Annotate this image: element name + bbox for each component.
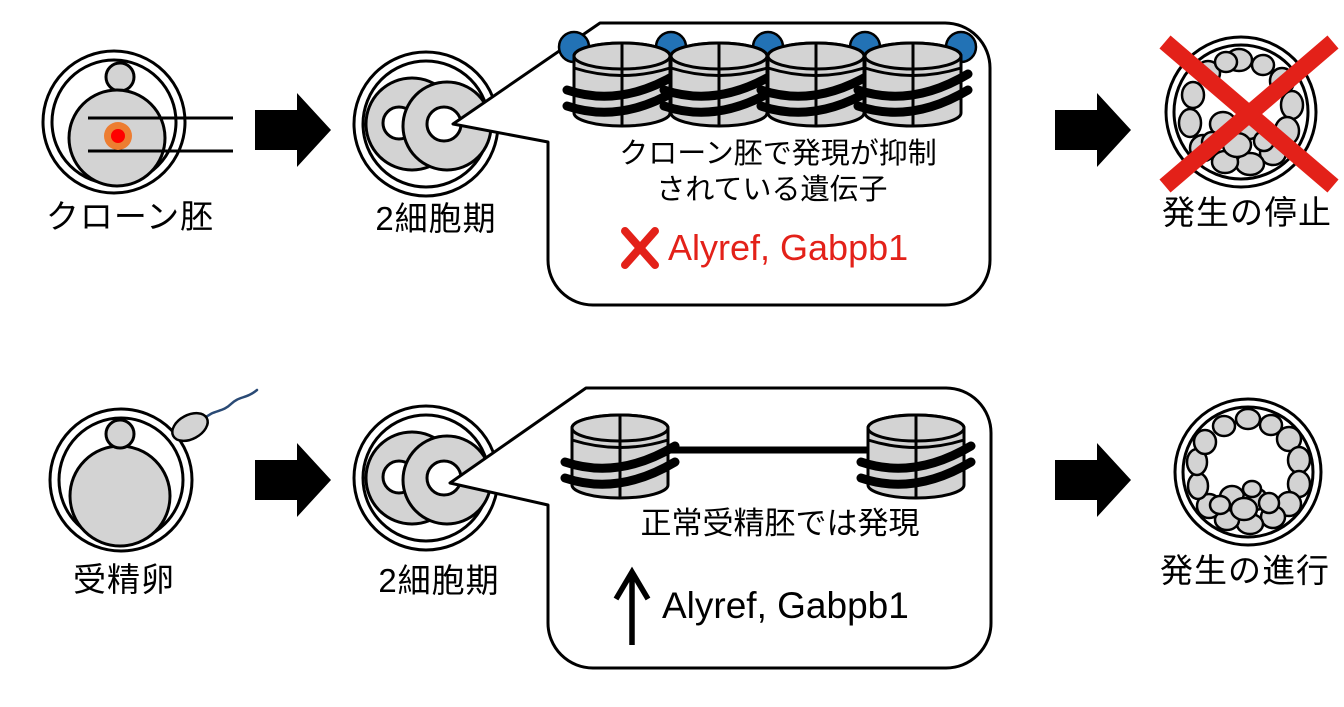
- sperm-tail: [202, 388, 259, 421]
- donor-nucleus-marker-inner: [111, 129, 125, 143]
- open-chromatin-figure: [565, 415, 971, 498]
- inner-cell-mass-cell: [1257, 491, 1281, 515]
- fertilized-egg-label: 受精卵: [73, 561, 175, 598]
- flow-arrow-icon: [1055, 93, 1131, 167]
- blastocyst-normal-figure: [1173, 397, 1323, 547]
- nucleosome-icon: [664, 43, 774, 126]
- development-arrest-label: 発生の停止: [1162, 194, 1332, 231]
- nucleosome-icon: [567, 43, 677, 126]
- suppressed-genes-text: Alyref, Gabpb1: [668, 227, 909, 268]
- suppressed-genes-description-line2: されている遺伝子: [656, 174, 888, 206]
- nucleosome-icon: [858, 43, 968, 126]
- sperm-figure: [171, 388, 259, 443]
- flow-arrow-icon: [255, 443, 331, 517]
- flow-arrow-icon: [1055, 443, 1131, 517]
- arrest-cross-icon: [1159, 35, 1339, 193]
- upregulated-arrow-icon: [613, 566, 651, 645]
- inner-cell-mass-cell: [1229, 496, 1259, 522]
- development-progress-label: 発生の進行: [1160, 552, 1330, 589]
- suppressed-genes-description-line1: クローン胚で発現が抑制: [619, 138, 937, 170]
- two-cell-label-bottom: 2細胞期: [378, 562, 500, 599]
- nucleosome-icon: [861, 415, 971, 498]
- blastomere-cells: [1185, 407, 1312, 536]
- suppressed-cross-icon: [621, 227, 659, 269]
- nucleosome-icon: [761, 43, 871, 126]
- clone-embryo-figure: [41, 49, 233, 195]
- polar-body: [104, 418, 136, 450]
- egg-cell-body: [68, 444, 172, 548]
- clone-embryo-label: クローン胚: [45, 198, 215, 235]
- expressed-genes-description: 正常受精胚では発現: [640, 506, 920, 541]
- inner-cell-mass-cell: [1241, 479, 1263, 499]
- two-cell-label-top: 2細胞期: [375, 200, 497, 237]
- sperm-head: [171, 411, 209, 443]
- polar-body: [104, 61, 136, 93]
- inner-cell-mass-cell: [1208, 494, 1232, 516]
- closed-chromatin-figure: [557, 30, 978, 126]
- injection-pipette-lines: [88, 116, 233, 153]
- expressed-genes-text: Alyref, Gabpb1: [662, 585, 909, 626]
- flow-arrow-icon: [255, 93, 331, 167]
- nucleosome-icon: [565, 415, 675, 498]
- fertilized-egg-figure: [48, 407, 194, 553]
